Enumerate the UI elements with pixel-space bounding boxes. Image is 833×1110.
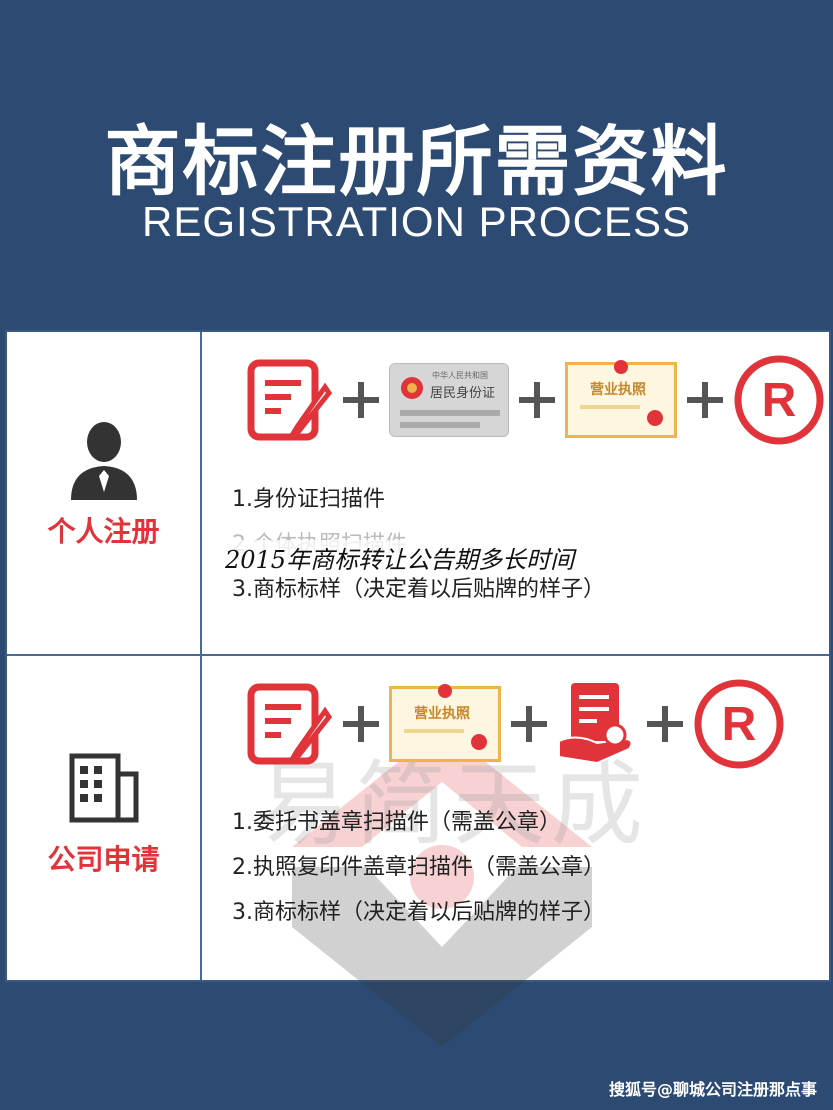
- license-line: [404, 729, 464, 733]
- registered-trademark-icon: R: [694, 679, 784, 769]
- emblem-icon: [614, 360, 628, 374]
- company-label: 公司申请: [47, 843, 160, 876]
- list-item: 3.商标标样（决定着以后贴牌的样子）: [232, 577, 605, 602]
- building-icon: [69, 753, 138, 823]
- personal-cell: 个人注册: [7, 420, 200, 550]
- svg-text:R: R: [762, 374, 797, 427]
- plus-icon: [343, 382, 379, 418]
- license-line: [580, 405, 640, 409]
- seal-icon: [471, 734, 487, 750]
- horizontal-divider: [7, 654, 829, 656]
- vertical-divider: [200, 332, 202, 980]
- svg-text:R: R: [722, 698, 757, 751]
- personal-icons-row: 中华人民共和国 居民身份证 营业执照 R: [247, 354, 825, 446]
- company-cell: 公司申请: [7, 752, 200, 878]
- company-requirements-list: 1.委托书盖章扫描件（需盖公章） 2.执照复印件盖章扫描件（需盖公章） 3.商标…: [232, 800, 605, 935]
- business-license: 营业执照: [565, 360, 677, 438]
- page-title: 商标注册所需资料: [104, 117, 729, 206]
- id-card: 中华人民共和国 居民身份证: [389, 363, 509, 437]
- watermark-logo-icon: [292, 727, 592, 1047]
- requirements-panel: 易简天成 个人注册 中华人民共和国 居民身份证: [5, 330, 831, 1047]
- id-card-header: 中华人民共和国: [432, 371, 488, 380]
- emblem-icon: [401, 377, 423, 399]
- license-text: 营业执照: [414, 706, 470, 722]
- company-icons-row: 营业执照 R: [247, 678, 785, 770]
- id-card-text: 居民身份证: [430, 386, 496, 401]
- license-text: 营业执照: [590, 382, 646, 398]
- business-license: 营业执照: [389, 684, 501, 762]
- list-item: 1.委托书盖章扫描件（需盖公章）: [232, 810, 561, 835]
- form-pen-icon: [247, 683, 333, 765]
- emblem-icon: [438, 684, 452, 698]
- page-subtitle: REGISTRATION PROCESS: [142, 198, 691, 245]
- list-item: 3.商标标样（决定着以后贴牌的样子）: [232, 900, 605, 925]
- document-hand-icon: [558, 683, 633, 765]
- watermark-text: 易简天成: [257, 751, 650, 858]
- list-item: 1.身份证扫描件: [232, 487, 385, 512]
- plus-icon: [687, 382, 723, 418]
- plus-icon: [519, 382, 555, 418]
- registered-trademark-icon: R: [734, 355, 824, 445]
- id-card-line: [400, 422, 480, 428]
- plus-icon: [647, 706, 683, 742]
- overlay-caption: 2015年商标转让公告期多长时间: [225, 540, 575, 575]
- person-icon: [70, 422, 137, 500]
- plus-icon: [343, 706, 379, 742]
- id-card-line: [400, 410, 500, 416]
- form-pen-icon: [247, 359, 333, 441]
- personal-label: 个人注册: [47, 515, 160, 548]
- footer-credit: 搜狐号@聊城公司注册那点事: [608, 1080, 817, 1099]
- seal-icon: [647, 410, 663, 426]
- list-item: 2.执照复印件盖章扫描件（需盖公章）: [232, 855, 605, 880]
- plus-icon: [511, 706, 547, 742]
